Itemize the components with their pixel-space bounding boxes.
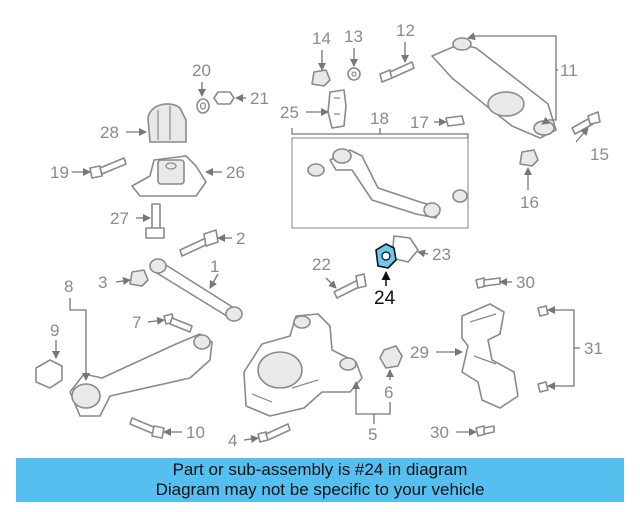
nut-part [213, 91, 235, 105]
bolt-30-upper-part [475, 277, 501, 289]
upper-arm-11-part [431, 37, 557, 139]
callout-24-highlighted: 24 [374, 288, 396, 309]
callout-14: 14 [312, 29, 331, 48]
callout-17: 17 [410, 113, 429, 132]
nut-3-part [129, 269, 149, 287]
washer-13-part [347, 67, 361, 81]
callout-27: 27 [110, 209, 129, 228]
nut-16-part [519, 149, 539, 167]
callout-26: 26 [226, 163, 245, 182]
callout-22: 22 [312, 255, 331, 274]
callout-28: 28 [100, 123, 119, 142]
bolt-17-part [445, 115, 465, 127]
callout-30-upper: 30 [516, 273, 535, 292]
callout-1: 1 [210, 257, 219, 276]
callout-30-lower: 30 [430, 423, 449, 442]
bolt-22-part [333, 273, 367, 299]
bolt-30-lower-part [475, 425, 495, 437]
bushing-6-part [379, 345, 403, 369]
callout-9: 9 [50, 321, 59, 340]
bolt-4-part [257, 423, 291, 443]
lateral-link-1-part [149, 258, 243, 322]
callout-16: 16 [520, 193, 539, 212]
callout-15: 15 [590, 145, 609, 164]
bracket-25-part [327, 89, 347, 129]
callout-18: 18 [370, 109, 389, 128]
callout-31: 31 [584, 339, 603, 358]
banner-line-1: Part or sub-assembly is #24 in diagram [172, 460, 468, 479]
callout-3: 3 [98, 273, 107, 292]
callout-20: 20 [192, 61, 211, 80]
callout-4: 4 [228, 431, 237, 450]
bolts-31-part [537, 305, 549, 393]
trailing-arm-8-part [69, 333, 213, 417]
callout-8: 8 [64, 277, 73, 296]
bolt-27-part [145, 203, 165, 239]
knuckle-part [243, 313, 363, 417]
assembly-18-box [291, 137, 469, 229]
bump-stop-part [147, 103, 187, 143]
callout-13: 13 [344, 27, 363, 46]
callout-29: 29 [410, 343, 429, 362]
callout-23: 23 [432, 245, 451, 264]
callout-2: 2 [236, 229, 245, 248]
bolt-19-part [89, 157, 127, 179]
bracket-29-part [461, 303, 519, 409]
callout-11: 11 [560, 61, 578, 80]
callout-19: 19 [50, 163, 69, 182]
highlighted-part-24 [375, 243, 397, 269]
banner-line-2: Diagram may not be specific to your vehi… [155, 480, 485, 499]
callout-12: 12 [396, 21, 415, 40]
bolt-7-part [163, 313, 193, 333]
bolt-15-part [571, 111, 601, 135]
callout-21: 21 [250, 89, 269, 108]
callout-10: 10 [186, 423, 205, 442]
info-banner: Part or sub-assembly is #24 in diagram D… [16, 458, 624, 502]
callout-7: 7 [132, 313, 141, 332]
washer-part [196, 98, 210, 114]
bracket-part [131, 155, 207, 197]
bolt-12-part [379, 61, 415, 83]
bolt-2-part [179, 229, 219, 257]
nut-14-part [311, 69, 331, 87]
callout-25: 25 [280, 103, 299, 122]
cap-9-part [35, 359, 63, 389]
arm-18-part [307, 148, 468, 219]
callout-numbers: 1 2 3 4 5 6 7 8 9 10 11 12 13 14 15 16 1… [50, 21, 609, 450]
leader-lines [52, 32, 589, 443]
bolt-10-part [129, 417, 165, 439]
callout-5: 5 [368, 425, 377, 444]
callout-6: 6 [384, 383, 393, 402]
